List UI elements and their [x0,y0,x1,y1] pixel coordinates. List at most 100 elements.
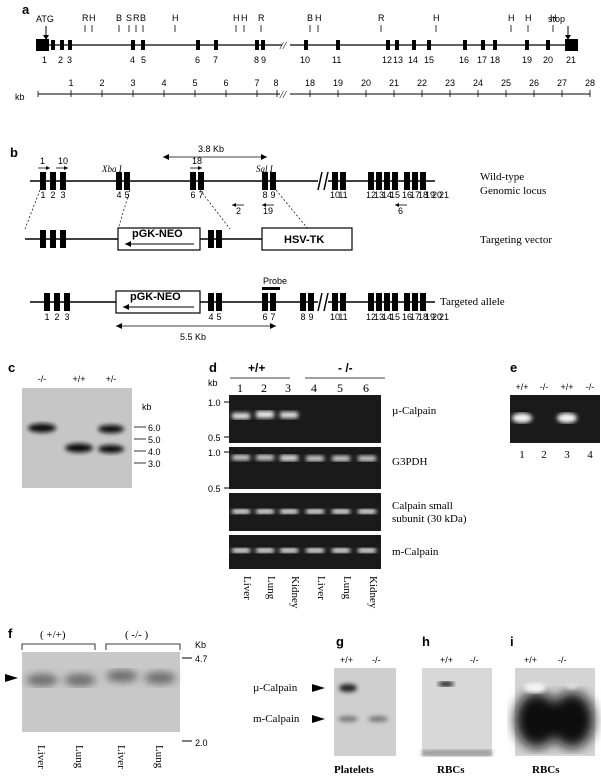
restriction-sites: R H B S R B H H H R B H R H H H H [82,13,557,23]
site: R [82,13,89,23]
svg-text:10: 10 [330,312,340,322]
exon-number: 17 [477,55,487,65]
ruler-label: 22 [417,78,427,88]
gel-label: Calpain small [392,500,453,512]
svg-text:18: 18 [418,312,428,322]
caption: Platelets [334,764,374,776]
svg-text:4: 4 [208,312,213,322]
gel-label: G3PDH [392,456,428,468]
band-label: µ-Calpain [253,682,298,694]
dist-38-label: 3.8 Kb [198,144,224,154]
gel-mu-calpain [229,395,381,443]
pgk-neo-label: pGK-NEO [132,228,183,240]
svg-text:11: 11 [338,312,347,322]
svg-text:20: 20 [432,190,442,200]
site: H [233,13,240,23]
svg-text:18: 18 [418,190,428,200]
svg-text:1.0: 1.0 [208,448,221,458]
svg-text:Lung: Lung [73,745,85,769]
site: S [126,13,132,23]
lane-label: +/- [106,374,117,384]
svg-text:16: 16 [402,312,412,322]
exon-number: 3 [67,55,72,65]
kb-label: kb [142,402,152,412]
exon-number: 13 [393,55,403,65]
exon-number: 4 [130,55,135,65]
ruler-label: 23 [445,78,455,88]
exon-number: 5 [141,55,146,65]
svg-text:7: 7 [270,312,275,322]
ruler-label: 18 [305,78,315,88]
genomic-label: Genomic locus [480,185,546,197]
gel-m-calpain [229,535,381,569]
svg-text:15: 15 [390,312,400,322]
svg-text:3: 3 [564,449,570,461]
dist-55-label: 5.5 Kb [180,332,206,342]
svg-text:6: 6 [363,381,369,395]
ruler-label: 4 [161,78,166,88]
svg-text:14: 14 [382,190,392,200]
ruler-label: 19 [333,78,343,88]
site: H [89,13,96,23]
svg-text:3: 3 [60,190,65,200]
site: H [525,13,532,23]
svg-text:7: 7 [198,190,203,200]
exon-boxes [51,40,550,50]
sal-label: Sal I [256,164,274,174]
svg-text:Liver: Liver [35,745,47,769]
svg-text:8: 8 [300,312,305,322]
svg-text:6.0: 6.0 [148,423,161,433]
svg-text:0.5: 0.5 [208,484,221,494]
site: H [241,13,248,23]
svg-text:1: 1 [237,381,243,395]
svg-text:19: 19 [425,190,435,200]
blot-c [22,388,132,488]
group-wt-label: +/+ [248,361,265,375]
blot-g [334,668,396,756]
svg-text:20: 20 [432,312,442,322]
svg-text:11: 11 [338,190,347,200]
gel-label: µ-Calpain [392,405,437,417]
svg-text:19: 19 [425,312,435,322]
stop-label: stop [548,14,565,24]
blot-h [422,668,492,756]
svg-text:4.0: 4.0 [148,447,161,457]
svg-text:14: 14 [382,312,392,322]
ruler-label: 8 [273,78,278,88]
kb-label: kb [15,92,25,102]
ruler-label: 26 [529,78,539,88]
svg-text:-/-: -/- [372,655,381,665]
svg-text:Liver: Liver [115,745,127,769]
svg-text:16: 16 [402,190,412,200]
panel-a: a ATG stop R H B S R B H H H R B H R H H… [15,2,595,102]
exon-number: 16 [459,55,469,65]
primer-label: 1 [40,156,45,166]
svg-text:Liver: Liver [241,576,253,600]
panel-f-label: f [8,626,13,641]
targeted-allele-label: Targeted allele [440,296,505,308]
atg-label: ATG [36,14,54,24]
svg-text:Lung: Lung [265,576,277,600]
panel-e-label: e [510,360,517,375]
panel-i: i +/+ -/- RBCs [510,634,595,776]
exon-numbers: 1 2 3 4 5 6 7 8 9 10 11 12 13 14 15 16 1… [42,55,576,65]
ruler-label: 20 [361,78,371,88]
panel-h: h +/+ -/- RBCs [422,634,492,776]
xba-label: Xba I [101,164,123,174]
panel-h-label: h [422,634,430,649]
svg-text:0.5: 0.5 [208,433,221,443]
svg-text:17: 17 [410,190,420,200]
svg-text:-/-: -/- [540,382,549,392]
svg-text:Liver: Liver [315,576,327,600]
exon-number: 15 [424,55,434,65]
exon-number: 2 [58,55,63,65]
ruler-label: 5 [192,78,197,88]
ruler-label: 24 [473,78,483,88]
site: H [172,13,179,23]
svg-text:15: 15 [390,190,400,200]
site: R [378,13,385,23]
svg-text:8: 8 [262,190,267,200]
svg-text:2: 2 [541,449,547,461]
exon-number: 10 [300,55,310,65]
